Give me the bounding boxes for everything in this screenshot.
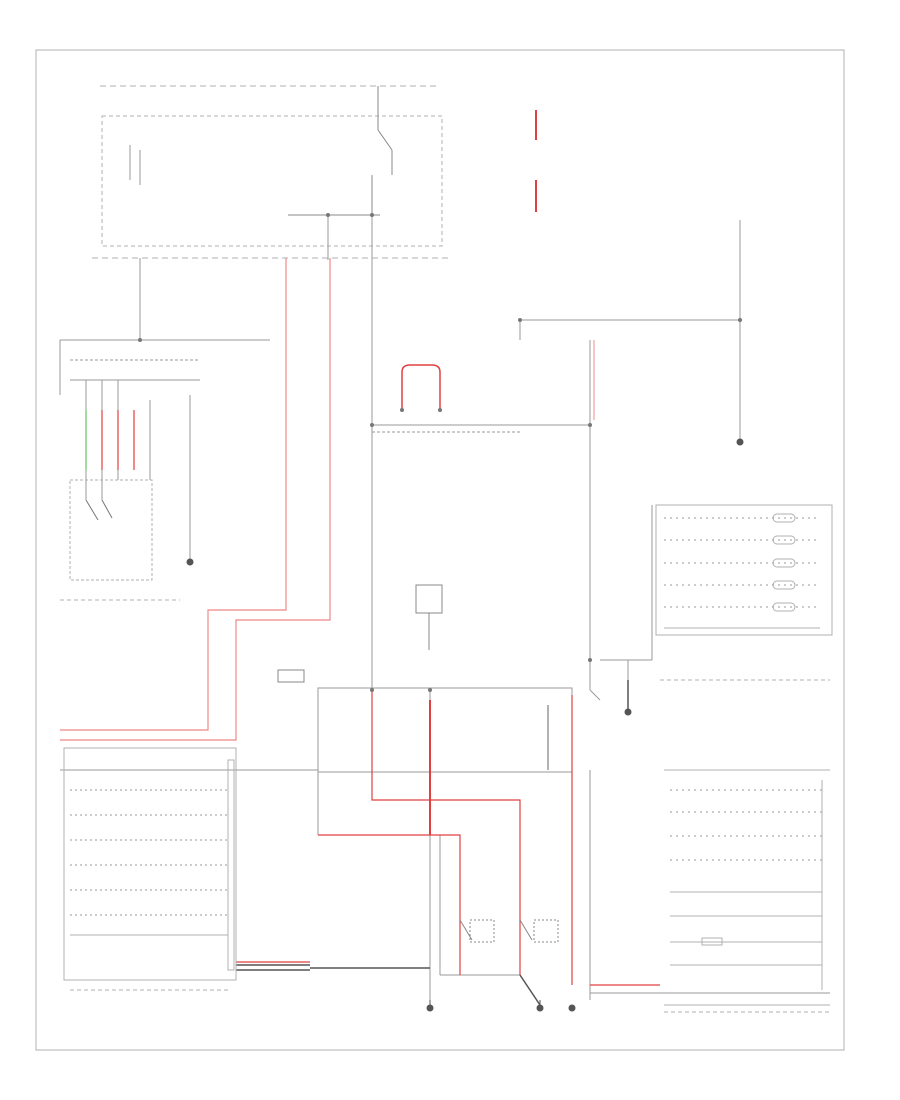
ground-g6 [736, 438, 744, 446]
driver-door-switch [69, 479, 153, 581]
ground-g1 [426, 1000, 434, 1012]
ground-g5 [186, 558, 194, 566]
wire-group-red [60, 110, 660, 986]
diagram-border [35, 49, 845, 1051]
connector-dots [138, 213, 742, 692]
fuse-block [415, 584, 443, 650]
rf-door-module [655, 504, 833, 636]
lf-door-lock-motor [459, 919, 495, 943]
wire-group-gray [59, 215, 830, 1005]
wire-group-dark [236, 680, 629, 1006]
ground-g3 [568, 1004, 576, 1012]
ground-g4 [624, 708, 632, 716]
inline-connector [277, 669, 305, 683]
bcm-box [92, 85, 450, 259]
lf-door-module [63, 747, 237, 981]
rr-door-module [664, 769, 830, 1006]
fuse-loop [401, 364, 441, 410]
bcm-switch [288, 86, 393, 216]
rf-door-lock-motor [519, 919, 559, 943]
ground-g2 [536, 1000, 544, 1012]
